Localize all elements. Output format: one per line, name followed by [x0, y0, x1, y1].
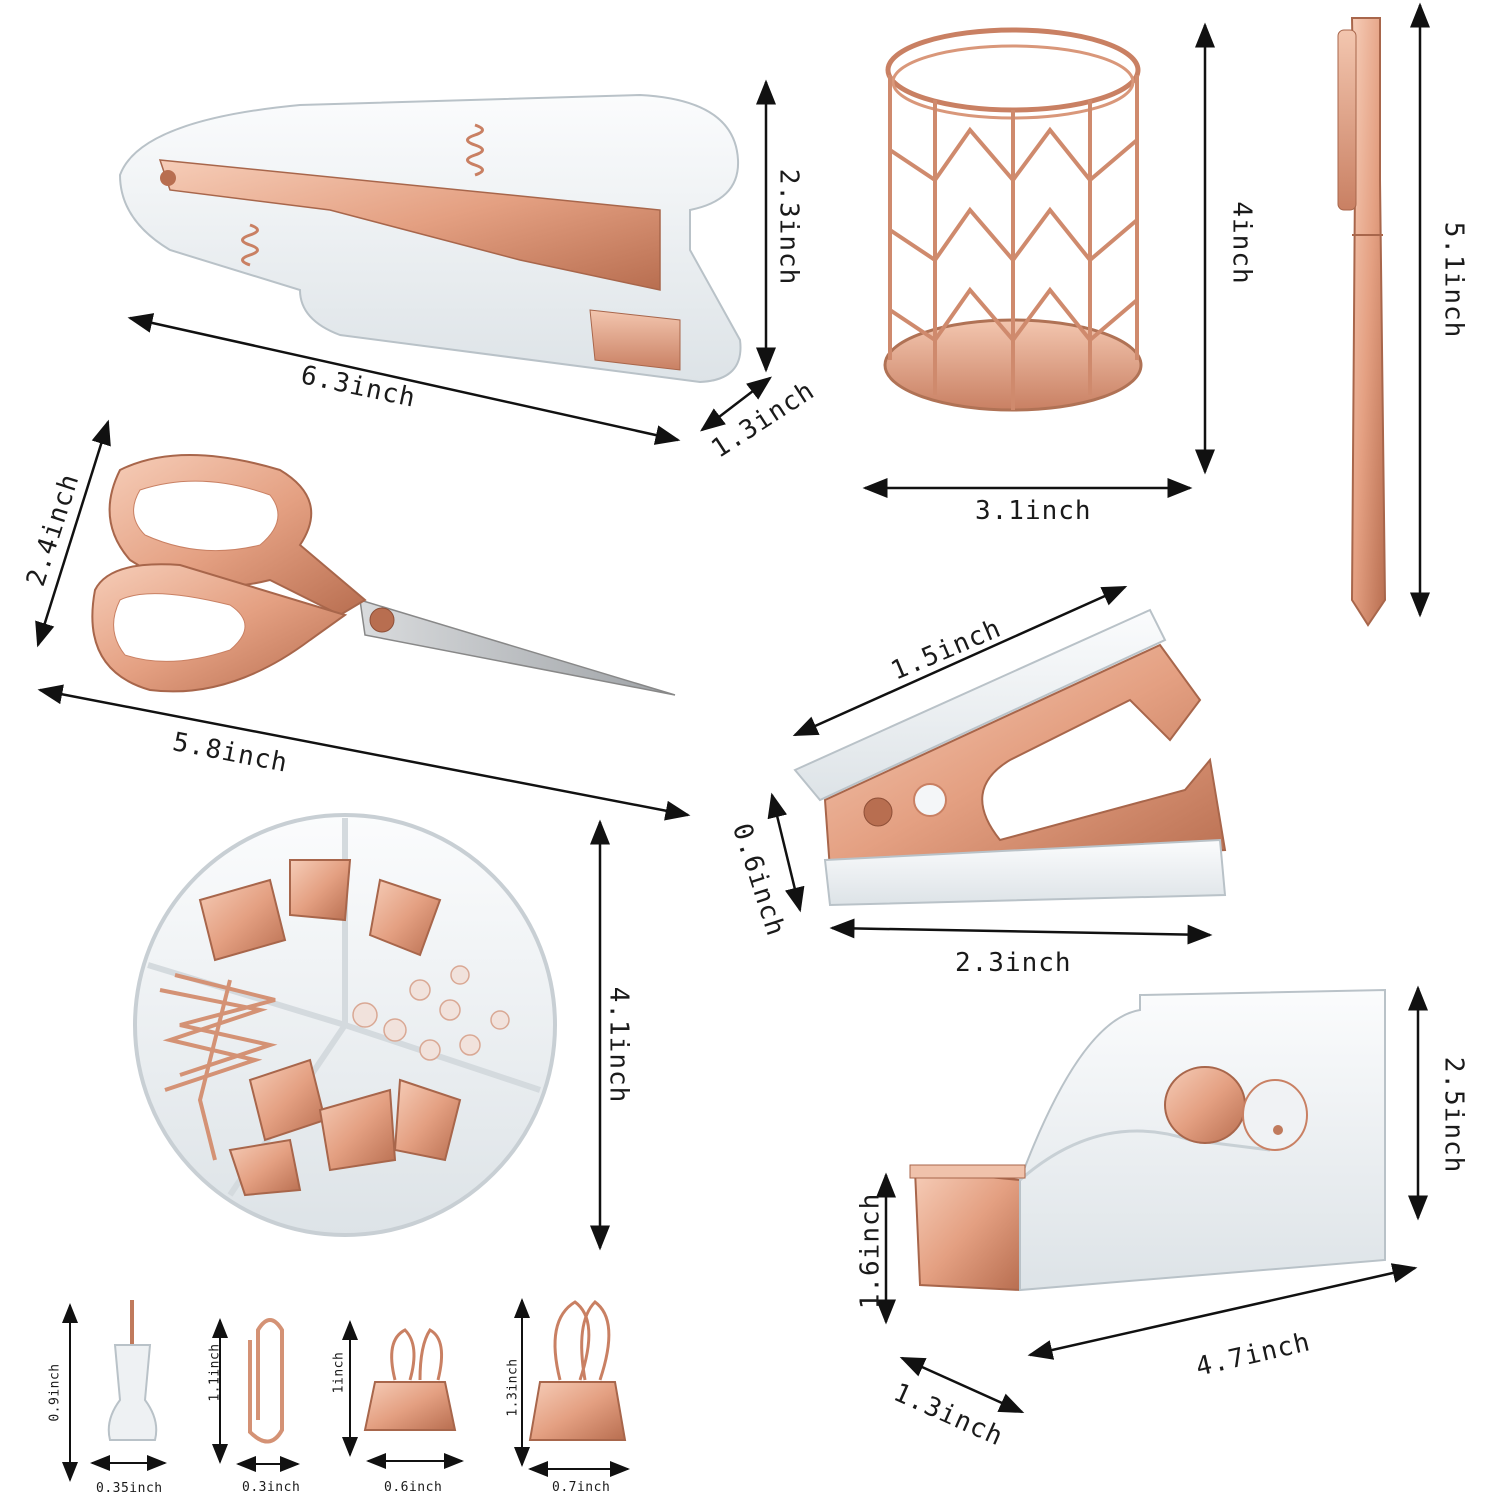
tape-dispenser — [909, 988, 1386, 1292]
large-binder-height-label: 1.3inch — [505, 1358, 521, 1417]
stapler-height-label: 2.3inch — [773, 168, 804, 286]
pen-holder — [883, 27, 1143, 412]
pen-length-label: 5.1inch — [1438, 221, 1469, 339]
small-dimension-arrows — [62, 1298, 630, 1482]
pen — [1337, 17, 1387, 627]
scissors — [91, 454, 676, 696]
stapler — [118, 93, 742, 384]
holder-height-label: 4inch — [1226, 201, 1257, 285]
organizer-diameter-label: 4.1inch — [603, 986, 634, 1104]
tape-height-label: 2.5inch — [1438, 1056, 1469, 1174]
tape-front-height-label: 1.6inch — [855, 1192, 886, 1310]
large-binder-width-label: 0.7inch — [552, 1480, 611, 1495]
pin-height-label: 0.9inch — [47, 1363, 63, 1422]
large-binder-clip — [528, 1300, 627, 1441]
paper-clip — [248, 1318, 284, 1444]
paperclip-height-label: 1.1inch — [207, 1343, 223, 1402]
small-binder-clip — [363, 1328, 457, 1431]
holder-width-label: 3.1inch — [975, 496, 1092, 526]
small-binder-width-label: 0.6inch — [384, 1480, 443, 1495]
push-pin — [107, 1300, 158, 1441]
staple-remover — [793, 608, 1227, 907]
remover-width-label: 2.3inch — [955, 948, 1072, 978]
paperclip-width-label: 0.3inch — [242, 1480, 301, 1495]
clip-organizer — [133, 813, 557, 1237]
dimension-arrows — [35, 2, 1430, 1414]
pin-width-label: 0.35inch — [96, 1481, 163, 1496]
small-binder-height-label: 1inch — [331, 1351, 347, 1394]
